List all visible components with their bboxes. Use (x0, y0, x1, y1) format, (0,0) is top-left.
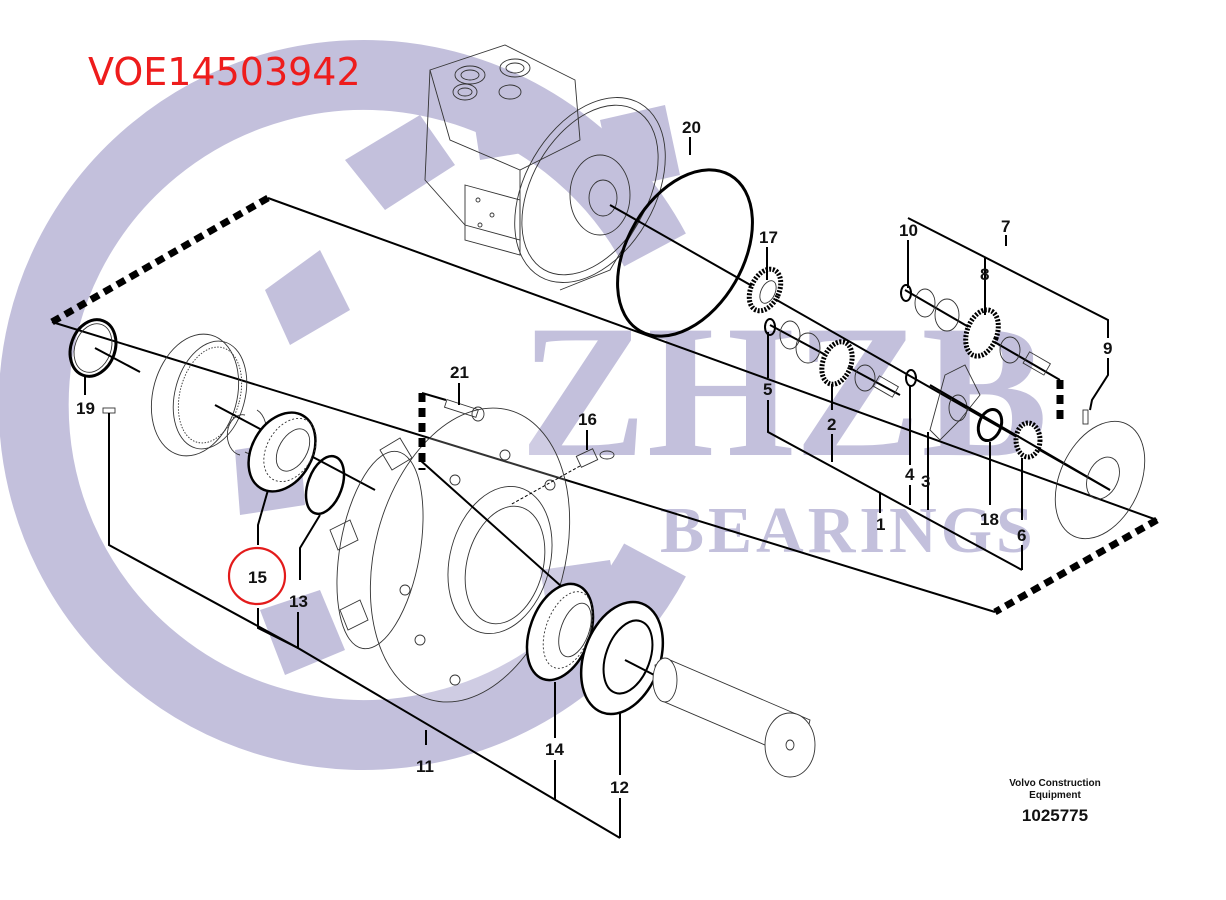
callout-14: 14 (545, 740, 564, 759)
gearbox-housing (329, 407, 571, 703)
callout-16: 16 (578, 410, 597, 429)
callout-20: 20 (682, 118, 701, 137)
callout-12: 12 (610, 778, 629, 797)
callout-5: 5 (763, 380, 772, 399)
highlight-circle-15 (227, 546, 287, 606)
planet-gear-set-upper (900, 284, 1064, 425)
part-16-breather[interactable] (575, 448, 615, 468)
part-18-thrust-washer[interactable] (974, 406, 1006, 444)
planetary-disc (1054, 420, 1146, 540)
hydraulic-motor (424, 44, 666, 291)
callout-19: 19 (76, 399, 95, 418)
callout-18: 18 (980, 510, 999, 529)
part-20-o-ring[interactable] (590, 146, 780, 360)
planet-gear-set-lower (764, 318, 917, 398)
company-name-line2: Equipment (1029, 790, 1081, 801)
callout-2: 2 (827, 415, 836, 434)
watermark-subtitle: BEARINGS (660, 494, 1037, 567)
callout-8: 8 (980, 265, 989, 284)
callout-4: 4 (905, 465, 915, 484)
callout-15: 15 (248, 568, 267, 587)
part-13-seal-ring[interactable] (299, 451, 351, 519)
part-9-pin[interactable] (1082, 409, 1089, 425)
leader-lines (84, 137, 1109, 839)
drawing-number: 1025775 (1021, 806, 1089, 825)
part-3-planet-carrier[interactable] (929, 364, 981, 441)
output-pinion-shaft (652, 657, 816, 778)
drawing-title-block: Volvo Construction Equipment 1025775 (990, 778, 1120, 826)
part-15-bearing[interactable] (235, 401, 329, 504)
callout-9: 9 (1103, 339, 1112, 358)
assembly-boundary (50, 194, 1159, 616)
ring-gear (150, 333, 248, 457)
callout-3: 3 (921, 472, 930, 491)
part-12-seal[interactable] (566, 591, 677, 726)
part-number-title: VOE14503942 (88, 50, 361, 94)
part-21-bolt[interactable] (443, 398, 485, 422)
part-17-sun-gear[interactable] (743, 264, 787, 316)
part-6-gear[interactable] (1013, 420, 1043, 460)
callout-7: 7 (1001, 217, 1010, 236)
part-2-planet-gear[interactable] (816, 338, 857, 389)
callout-1: 1 (876, 515, 885, 534)
callout-13: 13 (289, 592, 308, 611)
callout-6: 6 (1017, 526, 1026, 545)
part-8-planet-gear[interactable] (960, 305, 1005, 360)
callout-17: 17 (759, 228, 778, 247)
part-19-o-ring[interactable] (62, 313, 123, 383)
callout-11: 11 (416, 757, 434, 776)
callout-labels: 20 17 10 7 8 9 5 2 4 3 1 18 6 16 21 19 1… (76, 118, 1112, 797)
part-10-snap-ring[interactable] (900, 284, 912, 302)
dowel-pin (102, 407, 116, 414)
callout-21: 21 (450, 363, 469, 382)
company-name-line1: Volvo Construction (1009, 778, 1101, 789)
callout-10: 10 (899, 221, 918, 240)
